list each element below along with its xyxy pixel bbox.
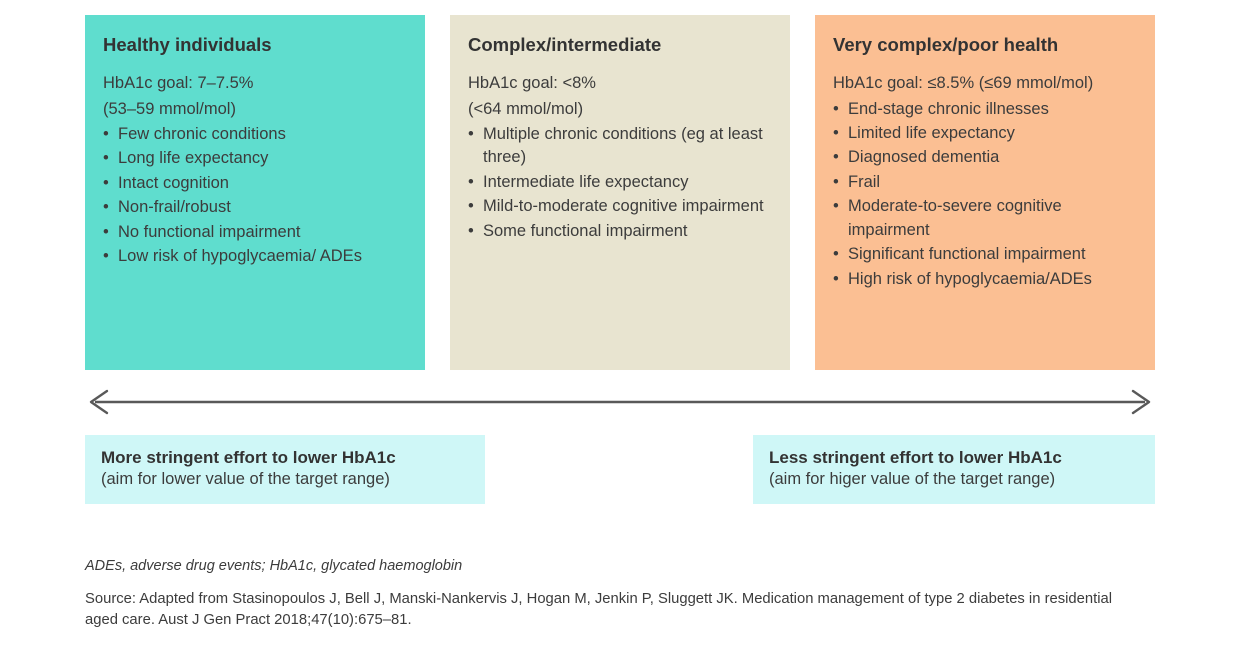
list-item: • Mild-to-moderate cognitive impairment: [466, 195, 774, 218]
callout-subtitle: (aim for higer value of the target range…: [769, 470, 1056, 489]
bullet-icon: •: [468, 172, 474, 191]
list-item-label: Intact cognition: [118, 173, 229, 192]
panel-bullet-list: • Few chronic conditions • Long life expec…: [101, 123, 409, 269]
bullet-icon: •: [468, 125, 474, 144]
list-item: • Moderate-to-severe cognitive impairment: [831, 195, 1139, 242]
callout-title: Less stringent effort to lower HbA1c: [769, 448, 1062, 467]
double-headed-arrow-icon: [89, 389, 1151, 415]
panel-goal-line: (53–59 mmol/mol): [103, 99, 236, 118]
callout-less-stringent: Less stringent effort to lower HbA1c (ai…: [753, 435, 1155, 504]
source-citation: Source: Adapted from Stasinopoulos J, Be…: [85, 591, 1113, 629]
panel-title: Very complex/poor health: [833, 34, 1059, 55]
panel-bullet-list: • Multiple chronic conditions (eg at leas…: [466, 123, 774, 243]
list-item-label: Intermediate life expectancy: [483, 172, 689, 191]
list-item: • Non-frail/robust: [101, 196, 409, 219]
panel-goal-line: (<64 mmol/mol): [468, 99, 584, 118]
list-item: • Frail: [831, 171, 1139, 194]
list-item-label: Mild-to-moderate cognitive impairment: [483, 197, 764, 216]
list-item: • End-stage chronic illnesses: [831, 98, 1139, 121]
panel-goal-line: HbA1c goal: ≤8.5% (≤69 mmol/mol): [833, 74, 1094, 93]
bullet-icon: •: [833, 124, 839, 143]
panel-goal-line: HbA1c goal: <8%: [468, 74, 596, 93]
bullet-icon: •: [103, 198, 109, 217]
bullet-icon: •: [103, 149, 109, 168]
panel-healthy-individuals: Healthy individuals HbA1c goal: 7–7.5% (…: [85, 15, 425, 370]
bullet-icon: •: [833, 197, 839, 216]
list-item-label: Few chronic conditions: [118, 125, 286, 144]
panel-complex-intermediate: Complex/intermediate HbA1c goal: <8% (<6…: [450, 15, 790, 370]
panel-goal-line: HbA1c goal: 7–7.5%: [103, 74, 254, 93]
list-item: • Multiple chronic conditions (eg at leas…: [466, 123, 774, 170]
callout-title: More stringent effort to lower HbA1c: [101, 448, 396, 467]
list-item-label: Moderate-to-severe cognitive impairment: [848, 197, 1062, 239]
list-item: • Few chronic conditions: [101, 123, 409, 146]
list-item: • Diagnosed dementia: [831, 146, 1139, 169]
list-item-label: No functional impairment: [118, 222, 301, 241]
list-item-label: End-stage chronic illnesses: [848, 99, 1049, 118]
list-item: • Intermediate life expectancy: [466, 171, 774, 194]
list-item: • Some functional impairment: [466, 220, 774, 243]
bullet-icon: •: [833, 99, 839, 118]
bullet-icon: •: [833, 172, 839, 191]
bullet-icon: •: [103, 222, 109, 241]
bullet-icon: •: [103, 247, 109, 266]
list-item-label: Some functional impairment: [483, 221, 688, 240]
list-item-label: Non-frail/robust: [118, 198, 231, 217]
bullet-icon: •: [833, 269, 839, 288]
stringency-axis-arrow: [85, 385, 1155, 420]
list-item: • Low risk of hypoglycaemia/ ADEs: [101, 245, 409, 268]
list-item: • Long life expectancy: [101, 147, 409, 170]
list-item-label: Low risk of hypoglycaemia/ ADEs: [118, 247, 362, 266]
bullet-icon: •: [833, 148, 839, 167]
list-item-label: Long life expectancy: [118, 149, 269, 168]
abbreviations-note: ADEs, adverse drug events; HbA1c, glycat…: [85, 558, 463, 574]
bullet-icon: •: [833, 245, 839, 264]
list-item-label: Multiple chronic conditions (eg at least…: [483, 125, 763, 167]
bullet-icon: •: [103, 125, 109, 144]
panel-title: Complex/intermediate: [468, 34, 662, 55]
list-item: • Significant functional impairment: [831, 243, 1139, 266]
patient-category-panels: Healthy individuals HbA1c goal: 7–7.5% (…: [85, 15, 1155, 370]
list-item-label: Frail: [848, 172, 881, 191]
list-item: • High risk of hypoglycaemia/ADEs: [831, 268, 1139, 291]
panel-very-complex-poor-health: Very complex/poor health HbA1c goal: ≤8.…: [815, 15, 1155, 370]
bullet-icon: •: [468, 221, 474, 240]
callout-subtitle: (aim for lower value of the target range…: [101, 470, 390, 489]
panel-title: Healthy individuals: [103, 34, 272, 55]
list-item-label: Significant functional impairment: [848, 245, 1086, 264]
panel-bullet-list: • End-stage chronic illnesses • Limited li…: [831, 98, 1139, 291]
list-item: • Intact cognition: [101, 172, 409, 195]
list-item: • No functional impairment: [101, 221, 409, 244]
bullet-icon: •: [468, 197, 474, 216]
list-item-label: High risk of hypoglycaemia/ADEs: [848, 269, 1092, 288]
list-item-label: Limited life expectancy: [848, 124, 1015, 143]
list-item-label: Diagnosed dementia: [848, 148, 1000, 167]
bullet-icon: •: [103, 173, 109, 192]
list-item: • Limited life expectancy: [831, 122, 1139, 145]
callout-more-stringent: More stringent effort to lower HbA1c (ai…: [85, 435, 485, 504]
